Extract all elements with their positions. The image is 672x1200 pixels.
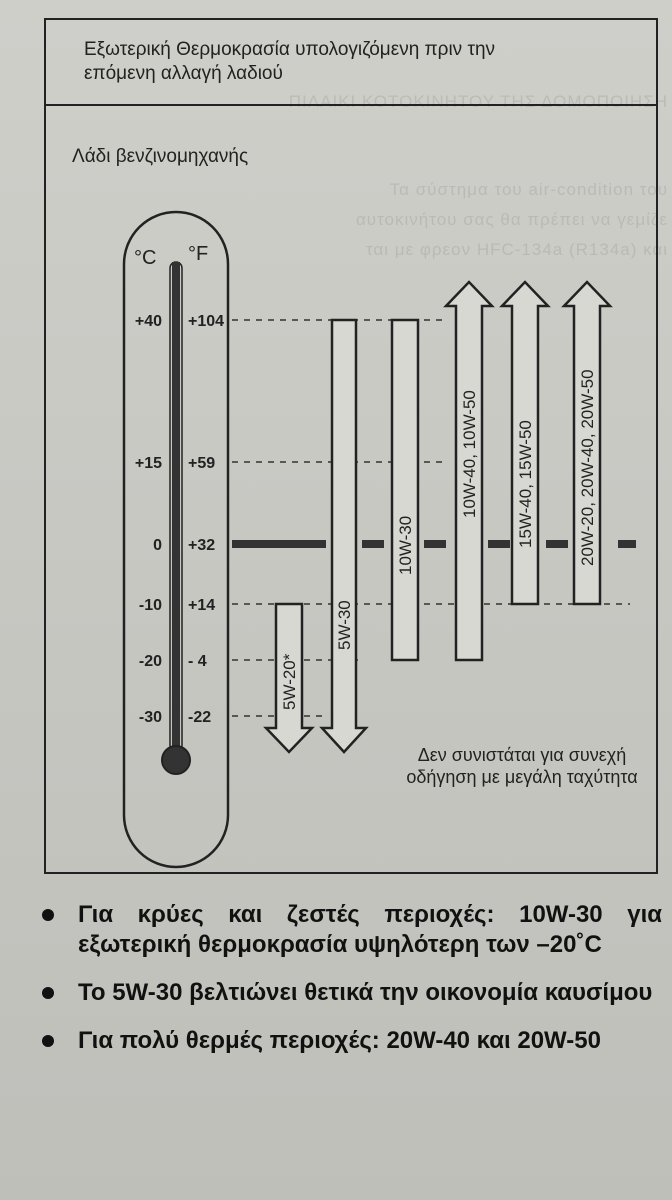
range-arrow-20w bbox=[561, 280, 613, 606]
oil-label-5w20: 5W-20* bbox=[280, 653, 299, 710]
celsius-tick-label: -30 bbox=[139, 709, 162, 726]
recommendation-text: Για κρύες και ζεστές περιοχές: 10W-30 γι… bbox=[78, 901, 662, 958]
thermometer-body bbox=[122, 210, 230, 869]
celsius-unit-label: °C bbox=[134, 247, 156, 269]
fahrenheit-tick-label: +14 bbox=[188, 597, 215, 614]
recommendation-text: Για πολύ θερμές περιοχές: 20W-40 και 20W… bbox=[78, 1027, 601, 1054]
chart-heading-line-2: επόμενη αλλαγή λαδιού bbox=[84, 63, 283, 84]
fahrenheit-tick-label: +32 bbox=[188, 537, 215, 554]
zero-line-segment bbox=[618, 540, 636, 548]
engine-oil-subtitle: Λάδι βενζινομηχανής bbox=[72, 146, 249, 167]
chart-heading-line-1: Εξωτερική Θερμοκρασία υπολογιζόμενη πριν… bbox=[84, 39, 496, 60]
show-through-text: Τα σύστημα του air-condition του bbox=[389, 180, 668, 199]
zero-line-segment bbox=[362, 540, 384, 548]
recommendation-item: Το 5W-30 βελτιώνει θετικά την οικονομία … bbox=[32, 978, 662, 1008]
zero-line-segment bbox=[424, 540, 446, 548]
celsius-tick-label: -20 bbox=[139, 653, 162, 670]
zero-line bbox=[232, 540, 636, 548]
fahrenheit-tick-label: +104 bbox=[188, 313, 224, 330]
temperature-scale: +40 +104 +15 +59 0 +32 -10 +14 -20 - 4 -30 -22 bbox=[135, 313, 224, 726]
range-arrow-5w20 bbox=[263, 602, 315, 754]
celsius-tick-label: +40 bbox=[135, 313, 162, 330]
fahrenheit-tick-label: - 4 bbox=[188, 653, 207, 670]
range-bar-10w30 bbox=[390, 318, 420, 662]
zero-line-segment bbox=[488, 540, 510, 548]
bullet-dot bbox=[42, 1035, 54, 1047]
oil-label-10w30: 10W-30 bbox=[396, 516, 415, 575]
zero-line-segment bbox=[546, 540, 568, 548]
range-arrow-10w40 bbox=[443, 280, 495, 662]
chart-heading: Εξωτερική Θερμοκρασία υπολογιζόμενη πριν… bbox=[84, 38, 495, 86]
thermometer-bulb bbox=[161, 745, 191, 775]
fahrenheit-tick-label: +59 bbox=[188, 455, 215, 472]
zero-line-segment bbox=[232, 540, 326, 548]
range-arrow-5w30 bbox=[319, 318, 369, 754]
recommendation-item: Για κρύες και ζεστές περιοχές: 10W-30 γι… bbox=[32, 900, 662, 960]
oil-label-10w40: 10W-40, 10W-50 bbox=[460, 390, 479, 518]
high-speed-warning-note: Δεν συνιστάται για συνεχή οδήγηση με μεγ… bbox=[406, 745, 638, 787]
show-through-text: ται με φρεον HFC-134a (R134a) και bbox=[365, 240, 668, 259]
heading-divider bbox=[44, 104, 656, 106]
show-through-text: αυτοκινήτου σας θα πρέπει να γεμίζε bbox=[355, 210, 668, 229]
celsius-tick-label: +15 bbox=[135, 455, 162, 472]
recommendation-item: Για πολύ θερμές περιοχές: 20W-40 και 20W… bbox=[32, 1026, 662, 1056]
show-through-text: ΠΙΛΑΙΚΙ ΚΟΤΟΚΙΝΗΤΟΥ ΤΗΣ ΔΟΜΟΠΟΙΗΣΗ bbox=[288, 92, 668, 111]
celsius-tick-label: -10 bbox=[139, 597, 162, 614]
fahrenheit-tick-label: -22 bbox=[188, 709, 211, 726]
fahrenheit-unit-label: °F bbox=[188, 243, 208, 265]
oil-label-20w: 20W-20, 20W-40, 20W-50 bbox=[578, 369, 597, 566]
recommendation-text: Το 5W-30 βελτιώνει θετικά την οικονομία … bbox=[78, 979, 653, 1006]
thermometer-mercury bbox=[172, 262, 180, 752]
oil-label-15w40: 15W-40, 15W-50 bbox=[516, 420, 535, 548]
bullet-dot bbox=[42, 909, 54, 921]
range-arrow-15w40 bbox=[499, 280, 551, 606]
oil-label-5w30: 5W-30 bbox=[335, 600, 354, 650]
oil-chart-frame bbox=[44, 18, 658, 874]
recommendation-list: Για κρύες και ζεστές περιοχές: 10W-30 γι… bbox=[32, 900, 662, 1074]
oil-viscosity-diagram: °C °F +40 +104 +15 +59 0 +32 -10 +14 -20 - 4 -30 -2… bbox=[122, 210, 636, 869]
bullet-dot bbox=[42, 987, 54, 999]
celsius-tick-label: 0 bbox=[153, 537, 162, 554]
